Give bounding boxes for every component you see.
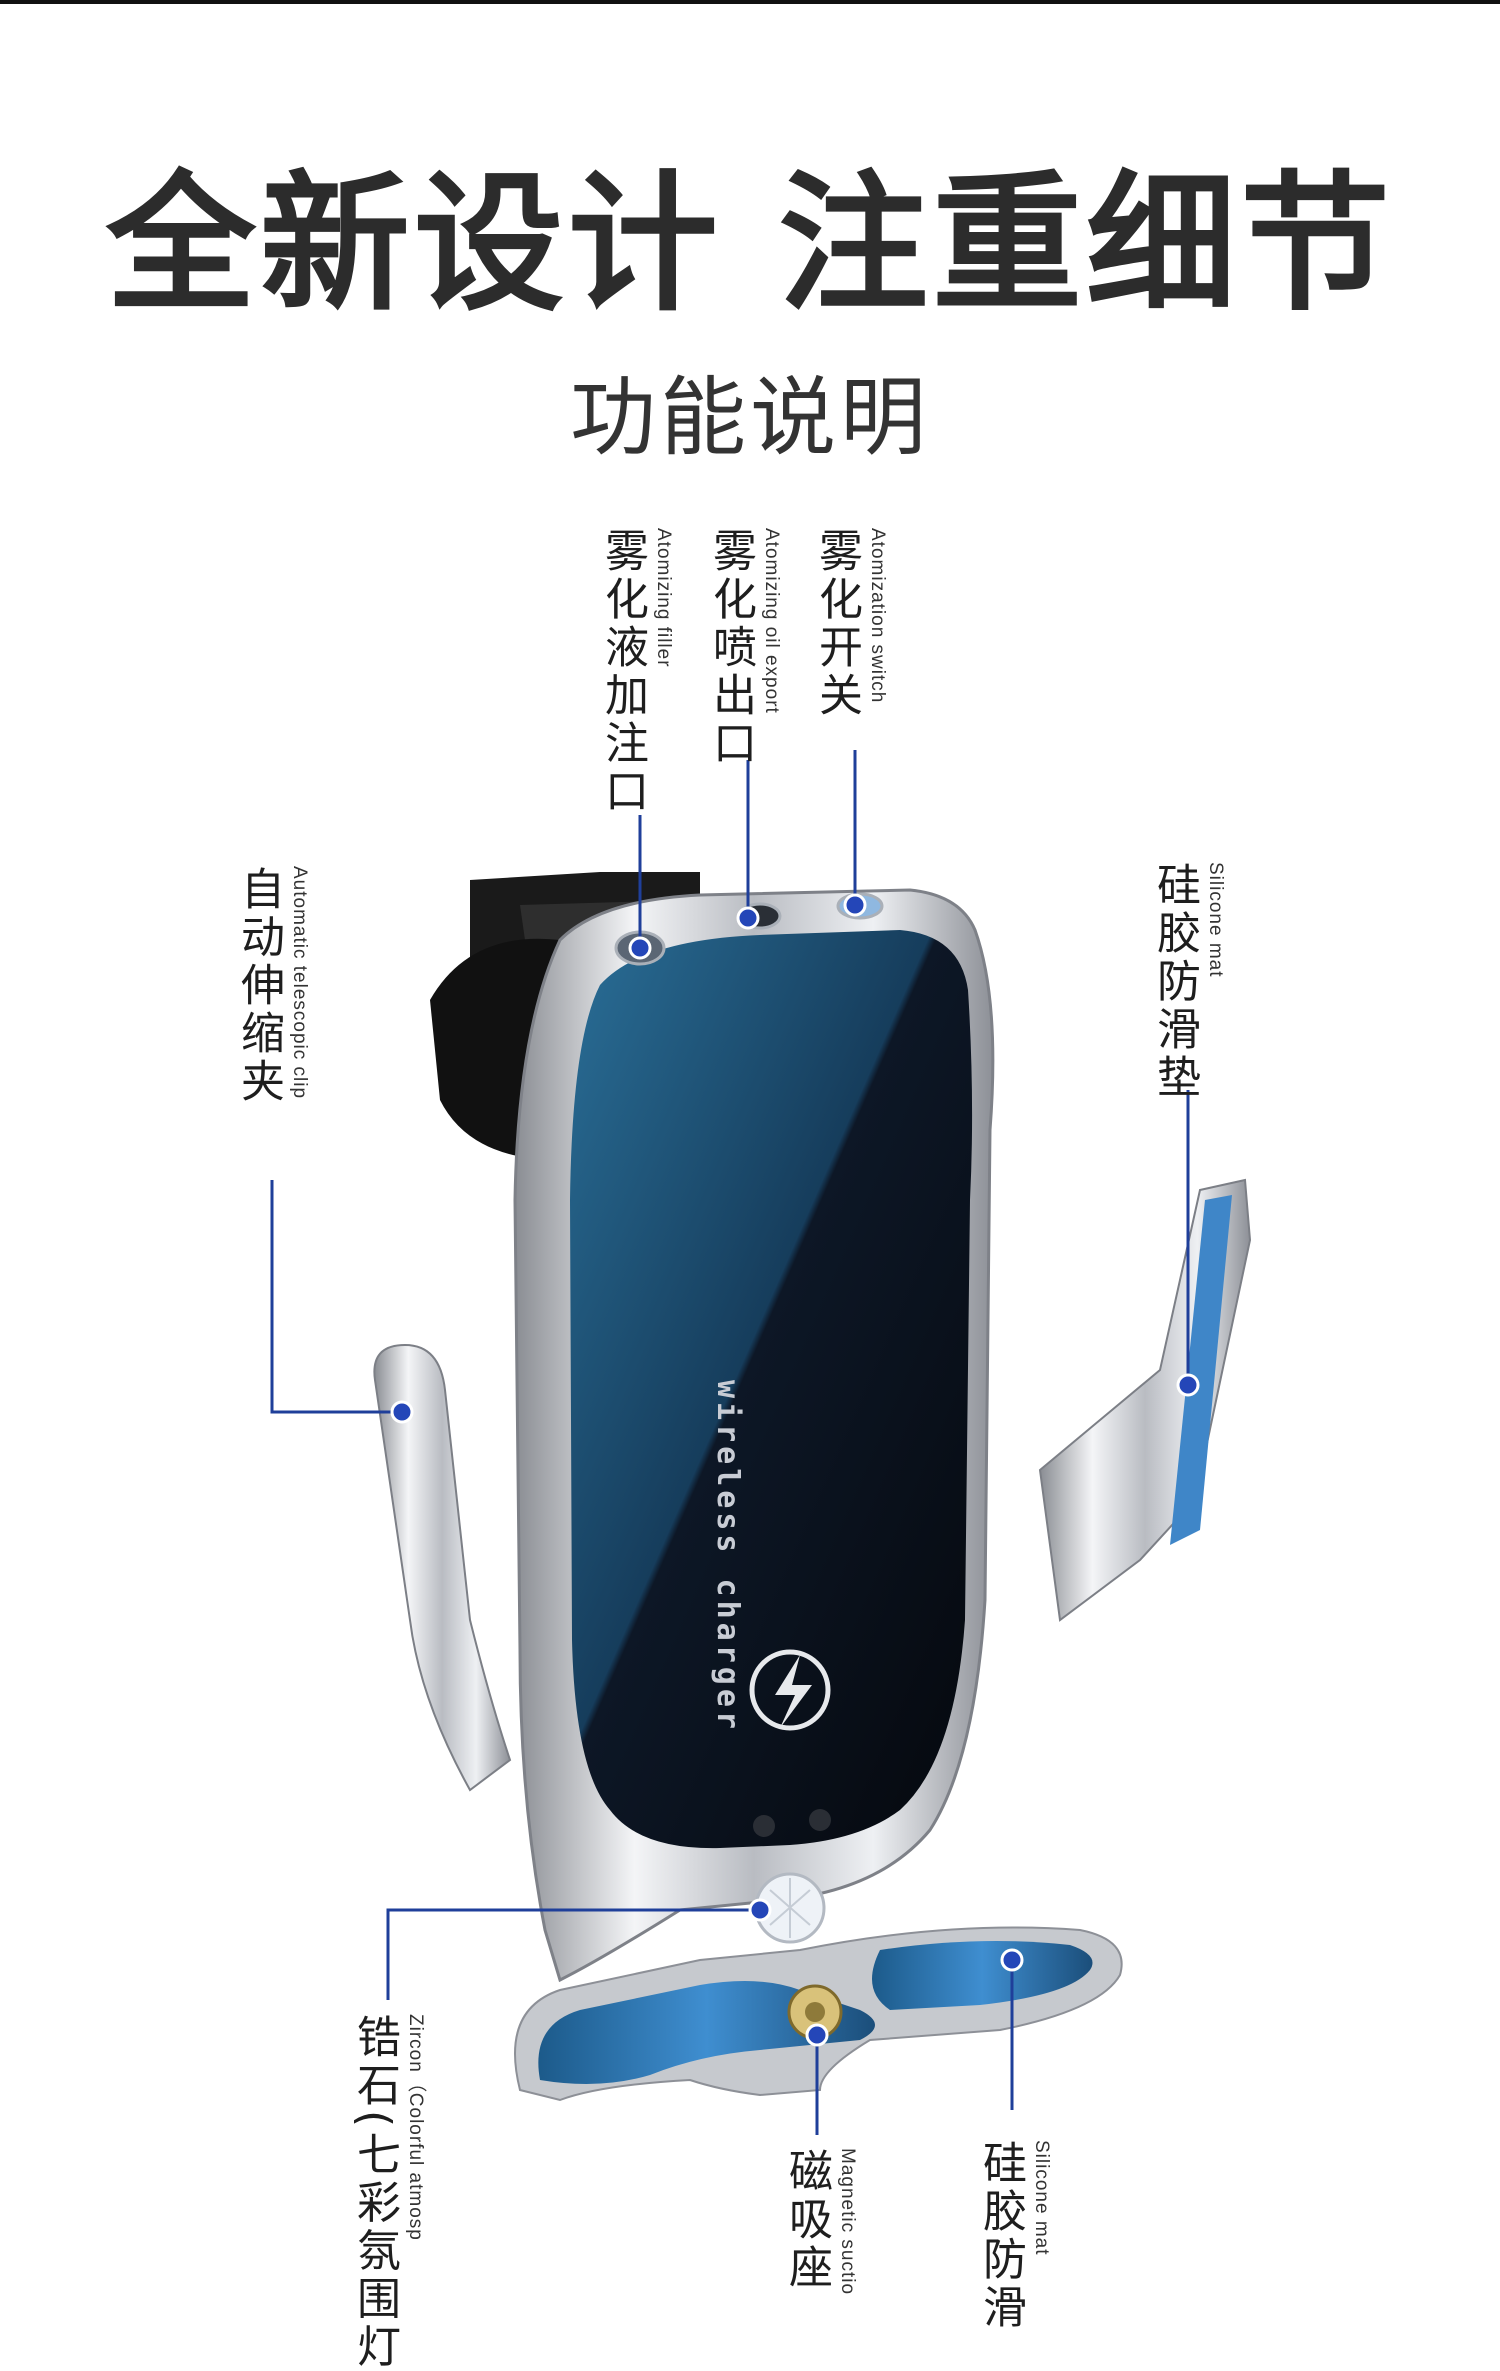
callout-atomizing-oil-export: 雾化喷出口 Atomizing oil export — [705, 528, 996, 768]
brand-text: wireless charger — [710, 1380, 745, 1733]
callout-en-label: Silicone mat — [1205, 862, 1226, 978]
callout-cn-label: 雾化喷出口 — [705, 528, 756, 768]
callout-en-label: Atomizing filler — [653, 528, 674, 668]
callout-cn-label: 硅胶防滑垫 — [1149, 862, 1200, 1102]
callout-en-label: Automatic telescopic clip — [289, 866, 310, 1100]
callout-cn-label: 硅胶防滑 — [975, 2140, 1026, 2332]
callout-telescopic-clip: 自动伸缩夹 Automatic telescopic clip — [233, 866, 546, 1106]
callout-en-label: Zircon（Colorful atmosp — [405, 2014, 426, 2241]
callout-lines — [270, 750, 1190, 2135]
callout-dots — [390, 893, 1200, 2047]
callout-en-label: Magnetic suctio — [837, 2148, 858, 2296]
callout-magnetic-suction: 磁吸座 Magnetic suctio — [781, 2148, 976, 2296]
callout-silicone-mat-right: 硅胶防滑垫 Silicone mat — [1149, 862, 1440, 1102]
product-illustration — [270, 750, 1252, 2135]
top-border-line — [0, 0, 1500, 4]
callout-cn-label: 雾化液加注口 — [597, 528, 648, 816]
callout-en-label: Atomization switch — [867, 528, 888, 704]
main-body — [513, 888, 995, 2040]
callout-en-label: Atomizing oil export — [761, 528, 782, 714]
callout-silicone-mat-bottom: 硅胶防滑 Silicone mat — [975, 2140, 1218, 2332]
callout-cn-label: 锆石(七彩氛围灯 — [349, 2014, 400, 2371]
callout-atomizing-filler: 雾化液加注口 Atomizing filler — [597, 528, 936, 816]
right-telescopic-arm — [1038, 1178, 1252, 1622]
left-telescopic-arm — [373, 1343, 512, 1792]
callout-cn-label: 磁吸座 — [781, 2148, 832, 2292]
page-title: 全新设计 注重细节 — [105, 158, 1395, 332]
callout-cn-label: 雾化开关 — [811, 528, 862, 720]
page-subtitle: 功能说明 — [570, 368, 930, 468]
callout-zircon: 锆石(七彩氛围灯 Zircon（Colorful atmosp — [349, 2014, 758, 2371]
callout-atomization-switch: 雾化开关 Atomization switch — [811, 528, 1054, 720]
callout-cn-label: 自动伸缩夹 — [233, 866, 284, 1106]
callout-en-label: Silicone mat — [1031, 2140, 1052, 2256]
